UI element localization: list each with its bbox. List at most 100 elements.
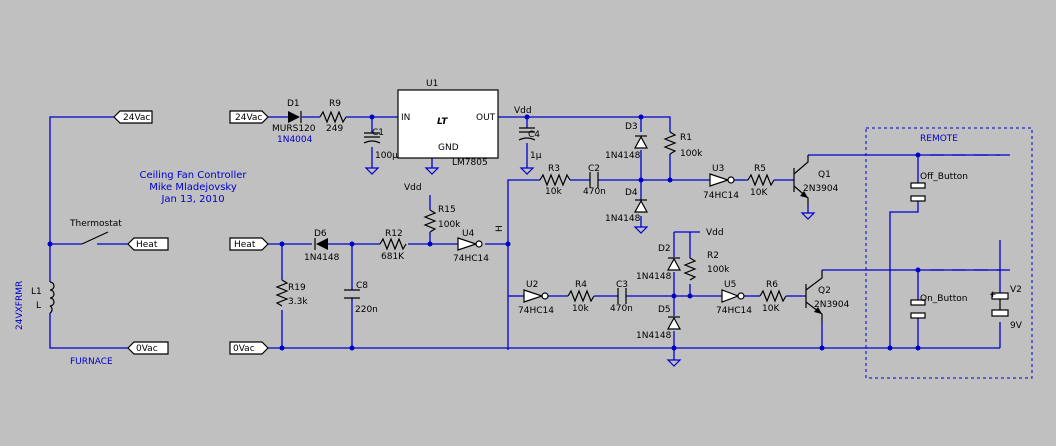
c8-value: 220n xyxy=(355,305,378,315)
c3-value: 470n xyxy=(610,304,633,314)
r2-value: 100k xyxy=(707,265,730,275)
lt-logo: LT xyxy=(437,117,448,127)
flag-heat-in-text: Heat xyxy=(234,240,256,250)
resistor-r4: R4 10k xyxy=(567,280,595,314)
u1-pin-out: OUT xyxy=(476,113,496,123)
resistor-r2: R2 100k xyxy=(683,251,730,281)
q2-value: 2N3904 xyxy=(814,300,850,310)
r3-value: 10k xyxy=(545,187,562,197)
r1-value: 100k xyxy=(680,149,703,159)
thermostat-label: Thermostat xyxy=(69,219,122,229)
inverter-u4: U4 74HC14 xyxy=(453,229,489,264)
title-block: Ceiling Fan Controller Mike Mladejovsky … xyxy=(139,170,247,205)
resistor-r1: R1 100k xyxy=(663,131,703,159)
vdd-label-1: Vdd xyxy=(514,106,532,116)
d1-value: MURS120 xyxy=(272,124,316,134)
u2-ref: U2 xyxy=(526,280,538,290)
resistor-r12: R12 681K xyxy=(379,229,407,262)
v2-plus: + xyxy=(989,290,997,300)
inverter-u3: U3 74HC14 xyxy=(703,164,739,201)
vdd-label-3: Vdd xyxy=(706,228,724,238)
flag-heat-in xyxy=(229,237,269,251)
inductor-l1: L1 L 24VXFRMR FURNACE xyxy=(15,281,113,367)
d5-value: 1N4148 xyxy=(636,331,672,341)
title-line-2: Mike Mladejovsky xyxy=(149,182,237,193)
xfrmr-label: 24VXFRMR xyxy=(15,281,25,330)
r19-value: 3.3k xyxy=(288,297,308,307)
r6-ref: R6 xyxy=(766,280,778,290)
resistor-r3: R3 10k xyxy=(539,164,571,197)
v2-ref: V2 xyxy=(1010,285,1022,295)
flag-0vac-out xyxy=(127,341,169,355)
battery-v2: + V2 9V xyxy=(989,285,1023,331)
resistor-r15: R15 100k xyxy=(423,205,461,233)
c4-ref: C4 xyxy=(528,130,540,140)
u1-pin-in: IN xyxy=(401,113,410,123)
capacitor-c4: C4 1µ xyxy=(518,127,542,161)
flag-heat-out-text: Heat xyxy=(136,240,158,250)
flag-24vac-in xyxy=(229,110,269,124)
junctions xyxy=(47,114,921,351)
u3-ref: U3 xyxy=(712,164,724,174)
q2-ref: Q2 xyxy=(818,286,831,296)
c4-value: 1µ xyxy=(530,151,542,161)
u4-ref: U4 xyxy=(462,229,475,239)
r5-ref: R5 xyxy=(754,164,766,174)
wires xyxy=(49,116,1001,360)
regulator-u1: U1 IN OUT GND LM7805 LT xyxy=(397,79,499,168)
r1-ref: R1 xyxy=(680,133,692,143)
r19-ref: R19 xyxy=(288,283,306,293)
r5-value: 10K xyxy=(750,188,768,198)
title-line-1: Ceiling Fan Controller xyxy=(139,170,247,181)
diode-d2: D2 1N4148 xyxy=(636,244,682,282)
u2-value: 74HC14 xyxy=(518,306,554,316)
r4-value: 10k xyxy=(572,304,589,314)
u3-value: 74HC14 xyxy=(703,191,739,201)
u4-value: 74HC14 xyxy=(453,254,489,264)
v2-value: 9V xyxy=(1010,321,1023,331)
vdd-label-2: Vdd xyxy=(404,183,422,193)
flag-heat-out xyxy=(127,237,169,251)
c1-value: 100µ xyxy=(375,151,398,161)
net-flags: 24Vac Heat 0Vac 24Vac Heat 0Vac xyxy=(113,110,269,355)
flag-0vac-in xyxy=(229,341,269,355)
off-button-switch: Off_Button xyxy=(910,172,968,202)
furnace-label: FURNACE xyxy=(70,357,113,367)
d3-value: 1N4148 xyxy=(605,151,641,161)
l1-ref: L1 xyxy=(31,287,42,297)
diode-d5: D5 1N4148 xyxy=(636,305,682,341)
inverter-u5: U5 74HC14 xyxy=(716,280,752,316)
d6-ref: D6 xyxy=(314,229,327,239)
flag-24vac-top-text: 24Vac xyxy=(123,113,150,123)
r15-value: 100k xyxy=(438,220,461,230)
capacitor-c8: C8 220n xyxy=(344,281,378,315)
c8-ref: C8 xyxy=(356,281,368,291)
resistor-r19: R19 3.3k xyxy=(275,279,308,307)
h-net-label: H xyxy=(495,225,505,232)
flag-24vac-top xyxy=(113,110,153,124)
r3-ref: R3 xyxy=(548,164,560,174)
capacitor-c2: C2 470n xyxy=(583,164,606,197)
capacitor-c1: C1 100µ xyxy=(363,128,398,161)
d5-ref: D5 xyxy=(658,305,671,315)
c2-ref: C2 xyxy=(588,164,600,174)
resistor-r5: R5 10K xyxy=(747,164,775,198)
r15-ref: R15 xyxy=(438,205,456,215)
on-button-label: On_Button xyxy=(920,294,967,304)
transistor-q1: Q1 2N3904 xyxy=(793,155,839,205)
on-button-switch: On_Button xyxy=(910,294,967,319)
capacitor-c3: C3 470n xyxy=(610,280,633,314)
title-line-3: Jan 13, 2010 xyxy=(160,194,224,205)
l1-value: L xyxy=(36,301,41,311)
c1-ref: C1 xyxy=(372,128,384,138)
remote-dashes xyxy=(865,127,1033,379)
u5-value: 74HC14 xyxy=(716,306,752,316)
u1-pin-gnd: GND xyxy=(438,143,459,153)
diode-d4: D4 1N4148 xyxy=(605,188,649,224)
diode-d6: D6 1N4148 xyxy=(304,229,340,263)
transistor-q2: Q2 2N3904 xyxy=(805,270,850,322)
d6-value: 1N4148 xyxy=(304,253,340,263)
d4-ref: D4 xyxy=(625,188,638,198)
